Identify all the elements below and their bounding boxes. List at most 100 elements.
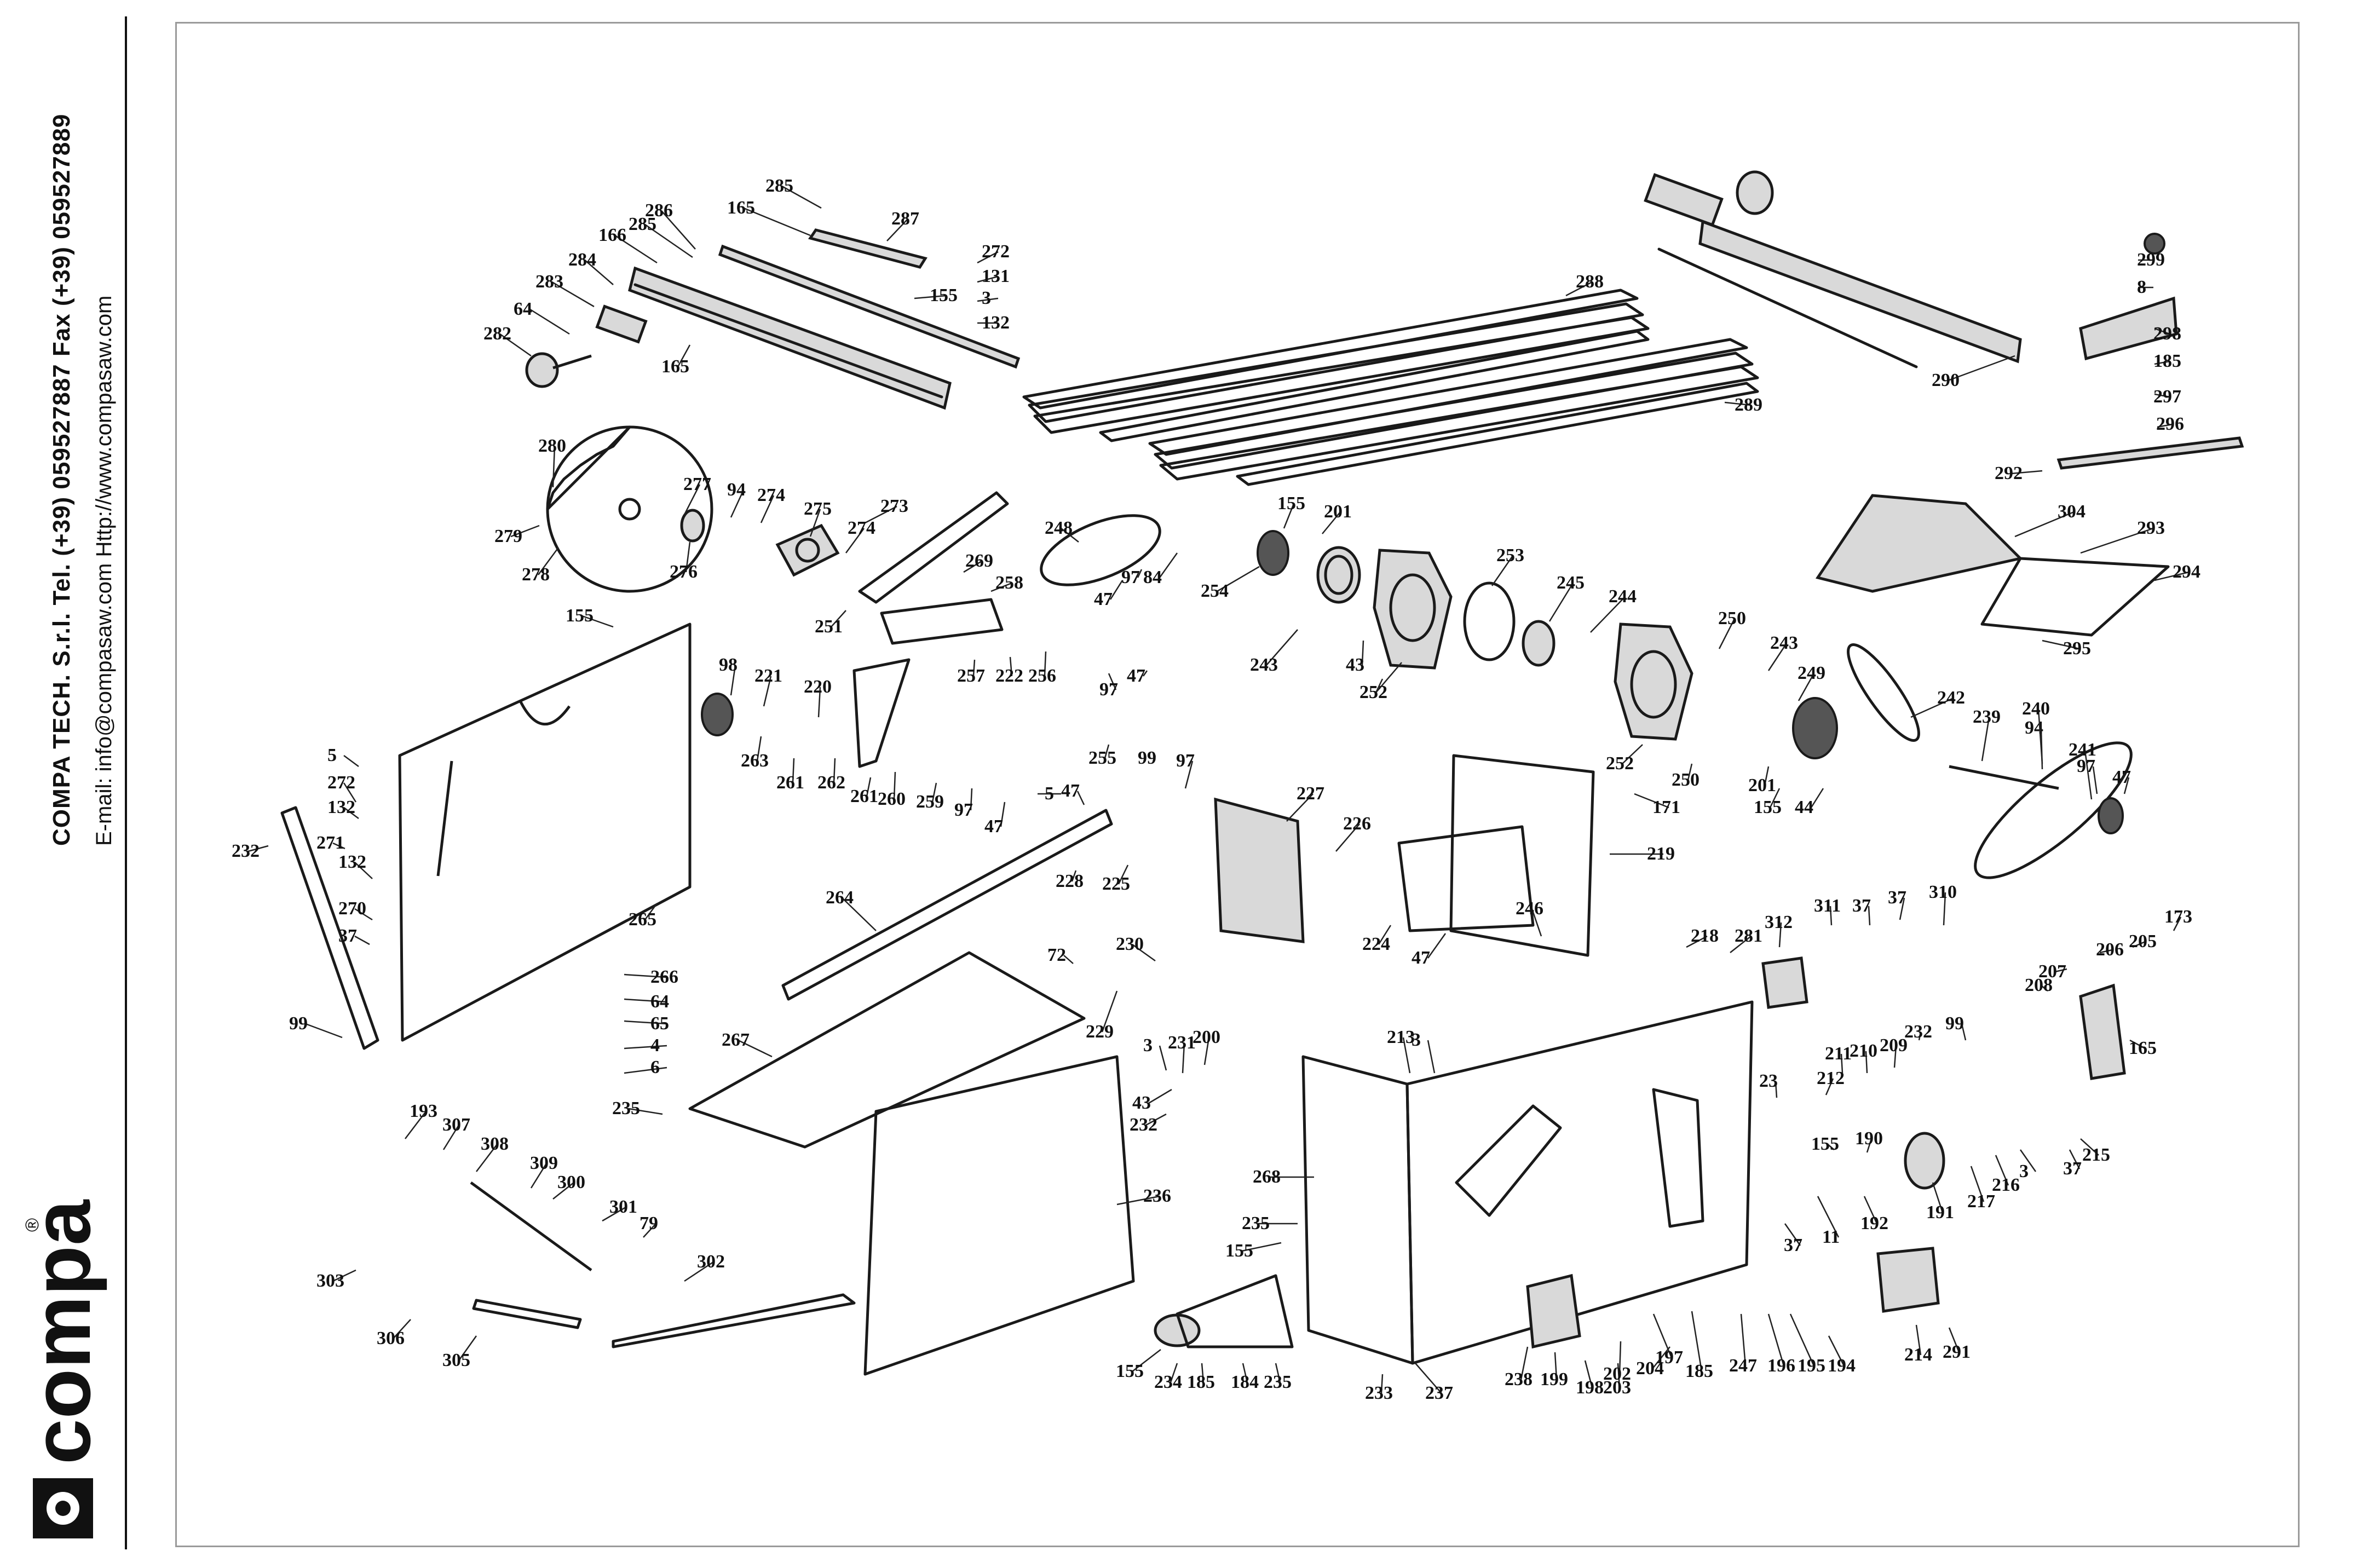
part-label: 238 — [1505, 1369, 1533, 1390]
part-label: 155 — [1116, 1361, 1144, 1381]
spanner-304 — [472, 1299, 582, 1329]
leader-line — [1145, 1113, 1167, 1126]
part-label: 265 — [629, 909, 656, 930]
part-label: 166 — [598, 225, 626, 245]
part-label: 155 — [1754, 797, 1782, 817]
part-label: 155 — [566, 606, 594, 626]
part-label: 275 — [804, 499, 832, 519]
leader-line — [1137, 569, 1143, 578]
part-label: 262 — [817, 773, 845, 793]
leader-line — [1718, 618, 1736, 649]
part-label: 285 — [629, 214, 656, 234]
leader-line — [405, 1111, 427, 1139]
part-label: 282 — [483, 324, 511, 344]
leader-line — [1899, 897, 1905, 920]
leader-line — [2132, 941, 2146, 948]
part-label: 212 — [1817, 1068, 1845, 1088]
leader-line — [931, 782, 937, 803]
part-label: 250 — [1718, 608, 1746, 629]
part-label: 79 — [640, 1213, 658, 1233]
leader-line — [1565, 281, 1593, 297]
part-labels: 2851652872861662852842836428216515527213… — [232, 176, 2200, 1403]
pulley-241 — [2098, 797, 2124, 834]
extension-table-293 — [1815, 494, 2023, 593]
part-label: 155 — [930, 285, 958, 305]
switch-box-199 — [1526, 1273, 1581, 1349]
leader-line — [1798, 673, 1815, 701]
part-label: 307 — [442, 1115, 470, 1135]
part-label: 37 — [2063, 1158, 2082, 1179]
part-label: 23 — [1759, 1071, 1778, 1091]
leader-line — [1182, 1042, 1185, 1074]
part-label: 274 — [848, 518, 875, 538]
leader-line — [602, 1206, 626, 1222]
belt-248 — [1040, 514, 1161, 586]
tilt-link-271 — [280, 806, 379, 1050]
leader-line — [247, 845, 269, 852]
leader-line — [730, 489, 745, 518]
motor-bracket-219 — [1449, 754, 1595, 957]
part-label: 259 — [916, 792, 944, 812]
leader-line — [866, 777, 872, 797]
leader-line — [2173, 916, 2182, 931]
part-label: 303 — [316, 1271, 344, 1291]
part-label: 99 — [1138, 748, 1156, 768]
leader-line — [661, 210, 696, 250]
part-label: 252 — [1359, 682, 1387, 702]
arbor-flange-277 — [680, 509, 705, 543]
leader-line — [1241, 1242, 1282, 1252]
leader-line — [1740, 1313, 1747, 1367]
part-label: 300 — [557, 1172, 585, 1192]
part-label: 165 — [727, 198, 755, 218]
leader-line — [1531, 908, 1542, 937]
leader-line — [1427, 1040, 1436, 1074]
leader-line — [1915, 1324, 1922, 1356]
part-label: 171 — [1652, 797, 1680, 817]
part-label: 47 — [2112, 767, 2131, 787]
part-label: 252 — [1606, 753, 1634, 774]
part-label: 47 — [1412, 948, 1430, 968]
leader-line — [1932, 1182, 1944, 1213]
leader-line — [1335, 823, 1360, 852]
part-label: 215 — [2082, 1145, 2110, 1165]
leader-line — [1784, 1223, 1801, 1246]
leader-line — [1866, 1138, 1873, 1153]
fence-knob-282 — [525, 352, 592, 388]
part-label: 226 — [1343, 814, 1371, 834]
part-label: 296 — [2156, 414, 2184, 434]
part-label: 207 — [2038, 961, 2066, 982]
cabinet-238 — [1301, 1000, 1754, 1365]
part-label: 99 — [1945, 1013, 1964, 1034]
part-label: 198 — [1576, 1377, 1604, 1398]
leader-line — [552, 1182, 574, 1200]
part-label: 291 — [1943, 1342, 1971, 1362]
leader-line — [2010, 470, 2043, 475]
sidebar: COMPA TECH. S.r.l. Tel. (+39) 059527887 … — [0, 0, 131, 1568]
part-label: 64 — [650, 991, 669, 1012]
part-label: 263 — [741, 751, 769, 771]
part-label: 8 — [2137, 277, 2146, 297]
part-label: 98 — [719, 655, 738, 675]
leader-line — [865, 505, 897, 524]
leader-line — [343, 806, 359, 820]
leader-line — [1863, 1196, 1878, 1224]
part-label: 208 — [2025, 975, 2053, 995]
part-label: 97 — [1099, 679, 1118, 700]
leader-line — [551, 281, 595, 308]
pulley-254 — [1257, 530, 1289, 576]
part-label: 3 — [2019, 1161, 2029, 1181]
part-label: 213 — [1387, 1027, 1415, 1047]
leader-line — [977, 297, 999, 302]
leader-line — [1730, 936, 1752, 953]
leader-line — [2154, 327, 2170, 335]
part-label: 192 — [1860, 1213, 1888, 1233]
leader-line — [1076, 791, 1085, 805]
leader-line — [1622, 744, 1643, 764]
part-label: 236 — [1143, 1186, 1171, 1206]
leader-line — [343, 754, 359, 768]
part-label: 298 — [2153, 324, 2181, 344]
leader-line — [1242, 1363, 1248, 1383]
part-label: 240 — [2022, 699, 2050, 719]
leader-line — [1724, 401, 1752, 406]
